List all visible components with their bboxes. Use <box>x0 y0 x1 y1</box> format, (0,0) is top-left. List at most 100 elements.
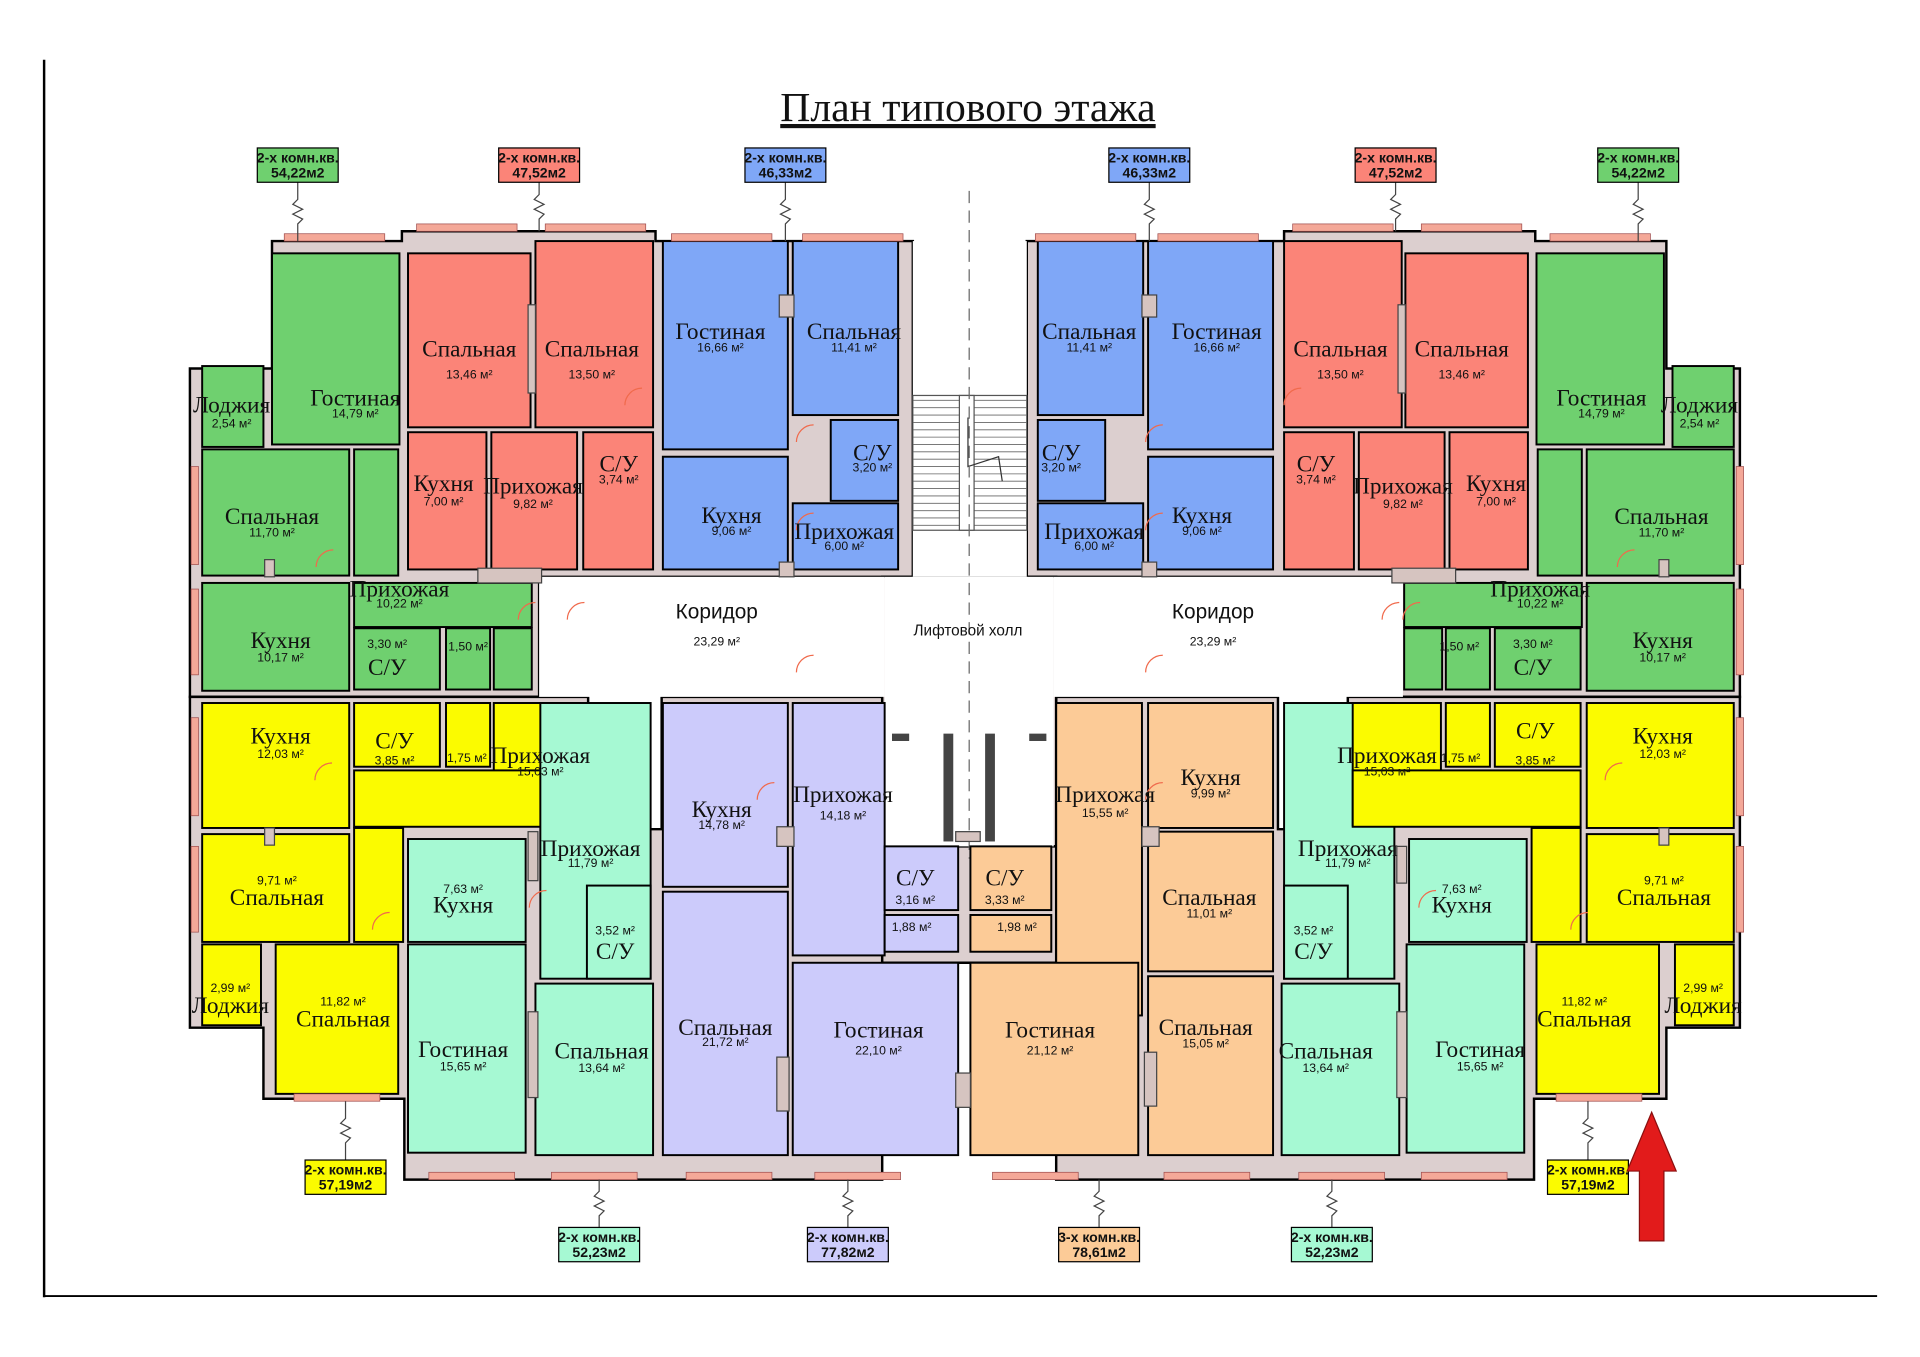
room-name: Спальная <box>555 1038 649 1064</box>
room-name: Кухня <box>1172 503 1232 529</box>
room-name: Спальная <box>1159 1015 1253 1041</box>
tag-area: 46,33м2 <box>759 164 813 180</box>
tag-type: 2-х комн.кв. <box>744 150 826 166</box>
column <box>1658 827 1670 846</box>
room-area: 1,98 м² <box>997 920 1037 934</box>
column <box>1141 826 1160 847</box>
room-name: Спальная <box>1537 1006 1631 1032</box>
room-fill <box>353 581 533 629</box>
room-fill <box>1357 431 1446 571</box>
tag-connector <box>1581 1101 1595 1161</box>
apartment-tag: 2-х комн.кв.54,22м2 <box>1597 147 1680 242</box>
room-area: 21,12 м² <box>1027 1044 1074 1058</box>
room-name: Спальная <box>678 1015 772 1041</box>
room-name: Кухня <box>1432 893 1492 919</box>
room-name: Прихожая <box>350 576 450 602</box>
window <box>416 223 518 232</box>
door-swing <box>1145 654 1163 673</box>
window <box>1157 233 1259 242</box>
room-name: Прихожая <box>794 519 894 545</box>
column <box>1658 559 1670 578</box>
room-fill <box>1585 833 1735 943</box>
apartment-tags: 2-х комн.кв.54,22м2 2-х комн.кв.47,52м2 2-… <box>256 147 1680 1263</box>
room-name: С/У <box>368 655 407 681</box>
room-name: Прихожая <box>541 836 641 862</box>
room-area: 6,00 м² <box>824 539 864 553</box>
door-swing <box>1604 762 1623 781</box>
room-fill <box>883 845 960 912</box>
room-label: 1,75 м² <box>447 751 487 765</box>
room-area: 15,03 м² <box>517 764 564 778</box>
room-label: С/У3,30 м² <box>367 637 407 681</box>
room-fill <box>1673 943 1735 1027</box>
apartment-tag: 2-х комн.кв.47,52м2 <box>498 147 581 232</box>
room-fill <box>969 961 1140 1157</box>
room-name: С/У <box>1514 655 1553 681</box>
room-area: 16,66 м² <box>1193 340 1240 354</box>
room-area: 9,71 м² <box>257 873 297 887</box>
room-label: С/У3,85 м² <box>375 728 415 767</box>
room-area: 3,52 м² <box>1294 924 1334 938</box>
tag-connector <box>339 1101 352 1161</box>
room-fill <box>791 502 900 571</box>
room-area: 10,22 м² <box>376 596 423 610</box>
room-fill <box>791 961 960 1157</box>
door-swing <box>528 889 547 908</box>
apartment-tag: 2-х комн.кв.52,23м2 <box>558 1179 641 1263</box>
window <box>1163 1171 1251 1181</box>
window <box>1292 223 1394 232</box>
room-fill <box>1036 502 1145 571</box>
room-area: 3,85 м² <box>1515 753 1555 767</box>
room-area: 13,46 м² <box>1438 367 1485 381</box>
room-name: Кухня <box>1633 723 1693 749</box>
window <box>671 233 773 242</box>
room-name: Гостиная <box>675 319 765 345</box>
room-fill <box>353 702 441 768</box>
room-fill <box>1283 884 1349 980</box>
room-name: Спальная <box>1042 319 1136 345</box>
room-fill <box>791 240 900 417</box>
common-area-area: 23,29 м² <box>694 634 741 648</box>
room-name: Прихожая <box>1055 782 1155 808</box>
window <box>190 466 199 565</box>
column <box>1391 567 1457 584</box>
room-fill <box>1585 581 1735 692</box>
room-area: 2,99 м² <box>210 981 250 995</box>
common-area-area: 23,29 м² <box>1190 634 1237 648</box>
room-name: С/У <box>375 728 414 754</box>
room-fill <box>1535 943 1660 1095</box>
room-fill <box>201 581 351 692</box>
tag-connector <box>532 182 546 232</box>
room-name: Лоджия <box>192 993 270 1019</box>
apartment-tag: 2-х комн.кв.57,19м2 <box>304 1101 387 1195</box>
tag-type: 2-х комн.кв. <box>1291 1229 1373 1245</box>
room-area: 9,99 м² <box>1191 786 1231 800</box>
window <box>1034 233 1137 242</box>
room-name: Кухня <box>1466 471 1526 497</box>
column <box>264 559 276 578</box>
room-name: Лоджия <box>1661 393 1739 419</box>
door-swing <box>756 782 775 800</box>
corridor-right <box>1053 576 1403 697</box>
door-swing <box>1145 512 1163 531</box>
tag-connector <box>1143 182 1156 242</box>
column <box>1397 304 1406 394</box>
